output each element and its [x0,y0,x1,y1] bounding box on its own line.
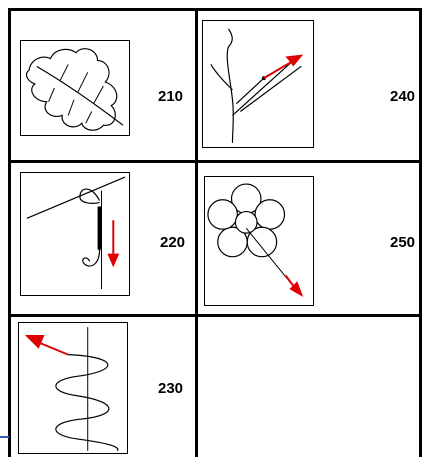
cell-220-label: 220 [160,234,185,251]
zigzag-stitch-drawing [19,323,127,453]
grid-left-border [8,8,11,457]
flower-center [235,212,257,234]
cell-240-illustration [202,20,314,148]
flower-petal-left [208,200,237,229]
leaf-vein-2 [78,72,88,92]
leaf-midrib [37,66,123,125]
cell-210-label: 210 [158,88,183,105]
branch-stitch-drawing [203,21,313,147]
grid-row-divider-1 [8,160,422,163]
red-arrowhead [107,254,119,268]
grid-top-border [8,8,422,11]
cell-250-illustration [204,176,314,306]
cell-230-illustration [18,322,128,454]
leaf-vein-6 [86,112,92,124]
leaf-vein-5 [68,100,74,116]
leaf-vein-1 [60,65,68,81]
red-arrowhead [25,335,45,349]
thread-tail [83,250,100,266]
cell-230-label: 230 [158,380,183,397]
fabric-line-diagonal [27,177,125,218]
blue-edge-mark [0,436,9,438]
grid-right-border [419,8,422,457]
leaf-outline [27,49,117,131]
grid-row-divider-2 [8,314,422,317]
wave-stitch-path [56,355,118,451]
leaf-vein-4 [49,88,55,102]
thread-loop [80,189,100,203]
cell-220-illustration [20,172,130,296]
cell-250-label: 250 [390,234,415,251]
flower-petal-right [255,200,284,229]
flower-stitch-drawing [205,177,313,305]
cell-240-label: 240 [390,88,415,105]
grid-vertical-divider [195,8,198,457]
cell-210-illustration [20,40,130,136]
leaf-vein-3 [94,86,104,104]
branch-twig-right [232,60,293,115]
thread-loop-stitch-drawing [21,173,129,295]
leaf-stitch-drawing [21,41,129,135]
